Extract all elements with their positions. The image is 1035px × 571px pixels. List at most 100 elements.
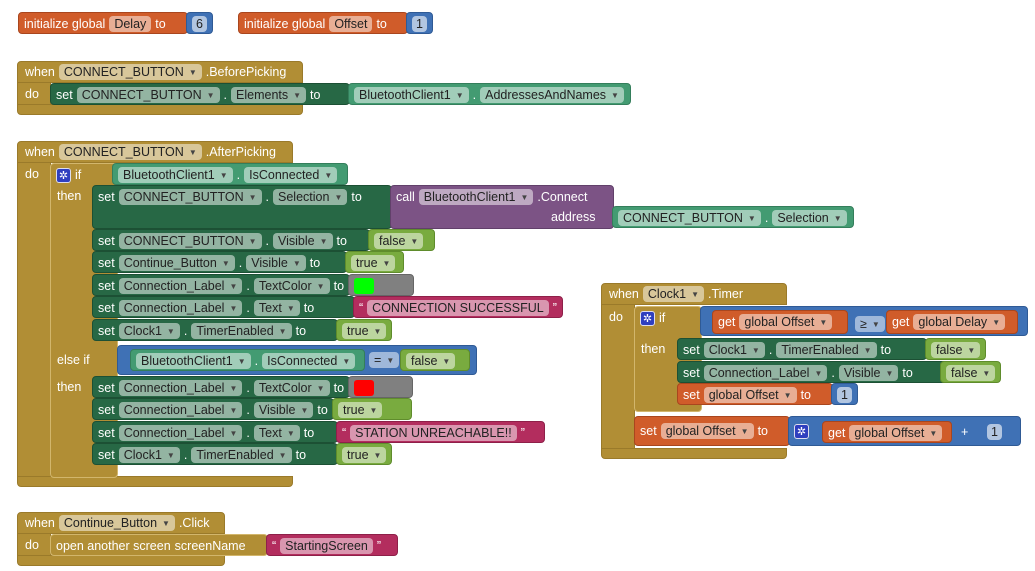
chevron-down-icon[interactable]: ▼: [229, 405, 238, 415]
dropdown[interactable]: Visible▼: [838, 365, 899, 381]
dropdown[interactable]: CONNECT_BUTTON▼: [58, 144, 202, 160]
chevron-down-icon[interactable]: ▼: [293, 90, 302, 100]
chevron-down-icon[interactable]: ▼: [967, 345, 976, 355]
dropdown[interactable]: Visible▼: [273, 233, 333, 249]
getter-block[interactable]: CONNECT_BUTTON▼.Selection▼: [612, 206, 854, 228]
chevron-down-icon[interactable]: ▼: [611, 90, 619, 100]
dropdown[interactable]: false▼: [406, 353, 456, 369]
dropdown[interactable]: IsConnected▼: [244, 167, 338, 183]
chevron-down-icon[interactable]: ▼: [221, 258, 230, 268]
color-swatch[interactable]: [354, 380, 374, 396]
dropdown[interactable]: Selection▼: [772, 210, 847, 226]
getter-block[interactable]: BluetoothClient1▼.IsConnected▼: [130, 349, 365, 371]
chevron-down-icon[interactable]: ▼: [691, 289, 700, 299]
dropdown[interactable]: true▼: [342, 447, 387, 463]
dropdown[interactable]: =▼: [369, 352, 400, 368]
chevron-down-icon[interactable]: ▼: [229, 428, 238, 438]
dropdown[interactable]: Connection_Label▼: [118, 402, 243, 418]
dropdown[interactable]: BluetoothClient1▼: [418, 189, 534, 205]
dropdown[interactable]: TextColor▼: [253, 380, 330, 396]
text-field[interactable]: CONNECTION SUCCESSFUL: [367, 300, 549, 316]
dropdown[interactable]: Clock1▼: [642, 286, 705, 302]
chevron-down-icon[interactable]: ▼: [520, 192, 529, 202]
gear-icon[interactable]: ✲: [56, 167, 71, 183]
dropdown[interactable]: true▼: [342, 323, 387, 339]
getter-block[interactable]: BluetoothClient1▼.AddressesAndNames▼: [348, 83, 631, 105]
boolean-block[interactable]: true▼: [332, 398, 412, 420]
chevron-down-icon[interactable]: ▼: [982, 368, 991, 378]
chevron-down-icon[interactable]: ▼: [316, 281, 325, 291]
dropdown[interactable]: BluetoothClient1▼: [354, 87, 469, 103]
chevron-down-icon[interactable]: ▼: [373, 326, 382, 336]
getter-block[interactable]: BluetoothClient1▼.IsConnected▼: [112, 163, 348, 185]
chevron-down-icon[interactable]: ▼: [871, 319, 880, 329]
dropdown[interactable]: false▼: [931, 342, 981, 358]
color-block[interactable]: [348, 274, 414, 296]
dropdown[interactable]: Clock1▼: [118, 323, 180, 339]
number-block[interactable]: 1: [406, 12, 433, 34]
gear-icon[interactable]: ✲: [640, 310, 655, 326]
color-swatch[interactable]: [354, 278, 374, 294]
text-field[interactable]: Delay: [109, 16, 152, 32]
dropdown[interactable]: global Offset▼: [660, 423, 754, 439]
number-field[interactable]: 6: [192, 16, 207, 32]
chevron-down-icon[interactable]: ▼: [373, 450, 382, 460]
dropdown[interactable]: Text▼: [253, 425, 300, 441]
dropdown[interactable]: CONNECT_BUTTON▼: [58, 64, 202, 80]
text-block[interactable]: “CONNECTION SUCCESSFUL”: [353, 296, 563, 318]
dropdown[interactable]: global Offset▼: [849, 425, 943, 441]
text-field[interactable]: Offset: [329, 16, 373, 32]
chevron-down-icon[interactable]: ▼: [166, 450, 175, 460]
number-field[interactable]: 1: [837, 387, 852, 403]
boolean-block[interactable]: false▼: [925, 338, 987, 360]
chevron-down-icon[interactable]: ▼: [319, 236, 328, 246]
chevron-down-icon[interactable]: ▼: [833, 213, 842, 223]
chevron-down-icon[interactable]: ▼: [316, 383, 325, 393]
chevron-down-icon[interactable]: ▼: [442, 356, 451, 366]
chevron-down-icon[interactable]: ▼: [229, 281, 238, 291]
dropdown[interactable]: TextColor▼: [253, 278, 330, 294]
chevron-down-icon[interactable]: ▼: [229, 383, 238, 393]
chevron-down-icon[interactable]: ▼: [929, 428, 938, 438]
dropdown[interactable]: Connection_Label▼: [118, 278, 243, 294]
dropdown[interactable]: AddressesAndNames▼: [480, 87, 624, 103]
dropdown[interactable]: CONNECT_BUTTON▼: [618, 210, 761, 226]
dropdown[interactable]: Connection_Label▼: [703, 365, 828, 381]
chevron-down-icon[interactable]: ▼: [342, 356, 351, 366]
dropdown[interactable]: false▼: [946, 365, 996, 381]
chevron-down-icon[interactable]: ▼: [751, 345, 760, 355]
dropdown[interactable]: IsConnected▼: [262, 353, 356, 369]
boolean-block[interactable]: true▼: [336, 319, 393, 341]
dropdown[interactable]: Connection_Label▼: [118, 425, 243, 441]
chevron-down-icon[interactable]: ▼: [386, 355, 395, 365]
chevron-down-icon[interactable]: ▼: [286, 303, 295, 313]
number-field[interactable]: 1: [987, 424, 1002, 440]
text-field[interactable]: StartingScreen: [280, 538, 373, 554]
dropdown[interactable]: Selection▼: [273, 189, 348, 205]
chevron-down-icon[interactable]: ▼: [814, 368, 823, 378]
chevron-down-icon[interactable]: ▼: [188, 67, 197, 77]
chevron-down-icon[interactable]: ▼: [740, 426, 749, 436]
boolean-block[interactable]: false▼: [400, 349, 470, 371]
dropdown[interactable]: true▼: [338, 402, 383, 418]
number-block[interactable]: 6: [186, 12, 213, 34]
boolean-block[interactable]: false▼: [940, 361, 1002, 383]
dropdown[interactable]: false▼: [374, 233, 424, 249]
chevron-down-icon[interactable]: ▼: [188, 147, 197, 157]
chevron-down-icon[interactable]: ▼: [324, 170, 333, 180]
dropdown[interactable]: Elements▼: [231, 87, 307, 103]
text-block[interactable]: “STATION UNREACHABLE!!”: [336, 421, 545, 443]
